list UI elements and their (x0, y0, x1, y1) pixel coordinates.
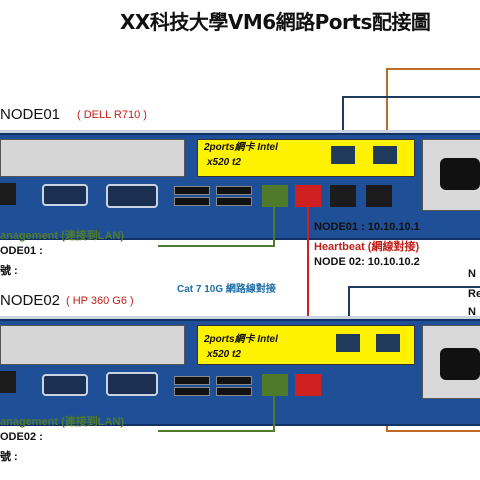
node02-nic-port-1[interactable] (336, 334, 360, 352)
node02-management-label: anagement (連接到LAN) (0, 416, 125, 428)
node02-vga-port (106, 372, 158, 396)
node01-management-port[interactable] (262, 185, 288, 207)
node02-serial-port (0, 371, 16, 393)
node02-usb-port-4 (216, 387, 252, 396)
right-cut-label-1: N (468, 268, 476, 280)
node01-chassis-top (0, 130, 480, 133)
node01-ethernet-port-4 (366, 185, 392, 207)
node01-serial-connector (42, 184, 88, 206)
node02-nic-port-2[interactable] (376, 334, 400, 352)
node01-ip-label: ODE01 : (0, 245, 43, 257)
cable-bottom-inner-v (348, 286, 350, 334)
node01-nic-label: 2ports網卡 Intel (204, 142, 278, 153)
node02-usb-port-3 (216, 376, 252, 385)
node02-heartbeat-port[interactable] (295, 374, 321, 396)
cable-top-outer-h (386, 68, 480, 70)
node02-mgmt-cable-h (158, 430, 275, 432)
node01-usb-port-4 (216, 197, 252, 206)
diagram-title: XX科技大學VM6網路Ports配接圖 (120, 10, 431, 34)
node02-power-socket (440, 348, 480, 380)
node02-serial-connector (42, 374, 88, 396)
node01-title: NODE01 (0, 106, 61, 123)
node02-nic-model: x520 t2 (207, 349, 241, 360)
node01-model: ( DELL R710 ) (77, 109, 147, 121)
node01-power-socket (440, 158, 480, 190)
node01-nic-port-2[interactable] (373, 146, 397, 164)
node02-management-port[interactable] (262, 374, 288, 396)
node01-management-label: anagement (連接到LAN) (0, 230, 125, 242)
right-cut-label-3: N (468, 306, 476, 318)
node02-model: ( HP 360 G6 ) (66, 295, 134, 307)
cable-label: Cat 7 10G 網路線對接 (177, 284, 276, 295)
node01-heartbeat-port[interactable] (295, 185, 321, 207)
node02-usb-port-2 (174, 387, 210, 396)
heartbeat-node02-ip: NODE 02: 10.10.10.2 (314, 256, 420, 268)
heartbeat-cable (307, 207, 309, 379)
node01-usb-port-2 (174, 197, 210, 206)
node01-nic-port-1[interactable] (331, 146, 355, 164)
node01-usb-port-3 (216, 186, 252, 195)
node01-drive-bay (0, 139, 185, 177)
node02-mgmt-cable-v (273, 396, 275, 432)
node01-vga-port (106, 184, 158, 208)
cable-bottom-inner-h (348, 286, 480, 288)
node01-mgmt-cable-h (158, 245, 275, 247)
node01-mgmt-cable-v (273, 207, 275, 247)
node02-chassis-top (0, 316, 480, 319)
node01-usb-port-1 (174, 186, 210, 195)
node01-serial-port (0, 183, 16, 205)
node01-nic-model: x520 t2 (207, 157, 241, 168)
cable-bottom-outer-h (386, 430, 480, 432)
node02-title: NODE02 (0, 292, 61, 309)
node02-ip-label: ODE02 : (0, 431, 43, 443)
node02-id-label: 號 : (0, 451, 18, 463)
node01-id-label: 號 : (0, 265, 18, 277)
heartbeat-node01-ip: NODE01 : 10.10.10.1 (314, 221, 420, 233)
right-cut-label-2: Re (468, 288, 480, 300)
cable-top-outer-v (386, 68, 388, 148)
node01-ethernet-port-3 (330, 185, 356, 207)
cable-top-inner-v (342, 96, 344, 148)
node02-nic-label: 2ports網卡 Intel (204, 334, 278, 345)
cable-top-inner-h (342, 96, 480, 98)
heartbeat-title: Heartbeat (網線對接) (314, 241, 420, 253)
node02-drive-bay (0, 325, 185, 365)
node02-usb-port-1 (174, 376, 210, 385)
